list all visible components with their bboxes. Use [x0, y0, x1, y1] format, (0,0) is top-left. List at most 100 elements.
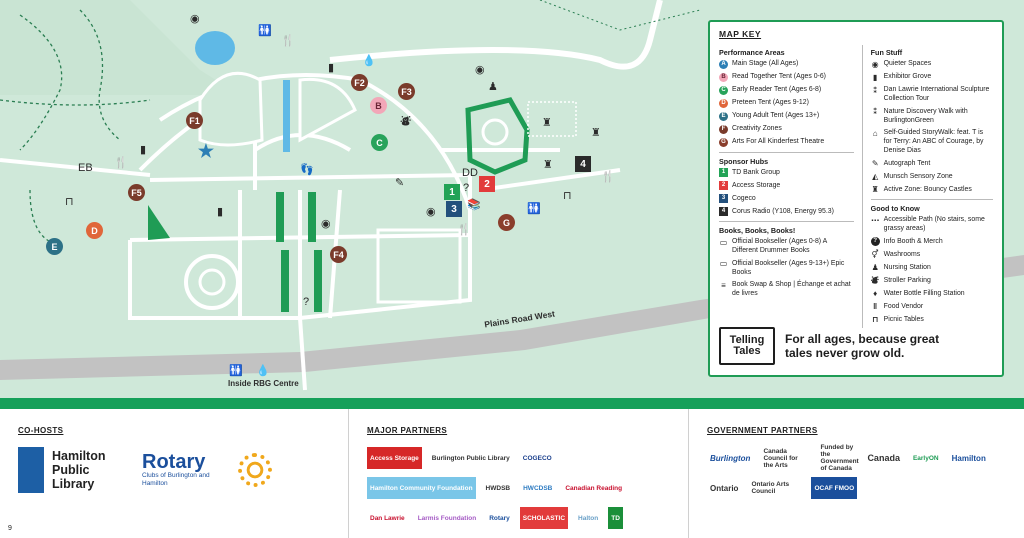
- divider-bar: [0, 398, 1024, 409]
- sensory-icon: ◭: [872, 172, 879, 181]
- water-icon: 💧: [256, 365, 270, 377]
- pin-creativity-zone-f2[interactable]: F2: [351, 74, 368, 91]
- stroller-icon: ⛇: [871, 276, 880, 285]
- info-icon: ?: [870, 237, 880, 246]
- partner-logo: Hamilton: [951, 453, 986, 463]
- key-item-storywalk: ⌂Self-Guided StoryWalk: feat. T is for T…: [871, 128, 993, 155]
- picnic-icon: ⊓: [563, 190, 572, 202]
- castle-icon: ♜: [871, 185, 879, 194]
- map-key-title: MAP KEY: [719, 29, 762, 39]
- pen-icon: ✎: [871, 159, 879, 168]
- partner-logo: Burlington: [710, 453, 751, 463]
- partner-logo: Canadian Reading: [565, 484, 623, 492]
- key-item-nursing: ♟Nursing Station: [871, 263, 931, 272]
- partner-logo: Funded by the Government of Canada: [820, 444, 859, 472]
- major-partners-logos: Access Storage Burlington Public Library…: [367, 447, 670, 529]
- quiet-icon: ◉: [321, 218, 331, 230]
- pin-kinderfest-theatre[interactable]: G: [498, 214, 515, 231]
- walk-icon: 👣: [300, 164, 314, 176]
- partner-logo: Hamilton Community Foundation: [367, 477, 476, 499]
- hub-access-storage[interactable]: 2: [479, 176, 495, 192]
- food-icon: ‖: [873, 302, 878, 311]
- key-item-exhibitor: ▮Exhibitor Grove: [871, 72, 993, 82]
- partner-logo: Ontario: [710, 483, 739, 493]
- partner-logo: OCAF FMOO: [811, 477, 858, 499]
- walk-icon: ⁑: [873, 107, 878, 116]
- hub-td-bank[interactable]: 1: [444, 184, 460, 200]
- food-icon: 🍴: [114, 157, 128, 169]
- quiet-icon: ◉: [190, 13, 200, 25]
- story-icon: ⌂: [872, 128, 878, 138]
- pin-early-reader-tent[interactable]: C: [371, 134, 388, 151]
- hub-cogeco[interactable]: 3: [446, 201, 462, 217]
- restroom-icon: ⚥: [871, 250, 879, 259]
- cohosts-heading: CO-HOSTS: [18, 426, 64, 435]
- restroom-icon: 🚻: [258, 25, 272, 37]
- water-icon: ♦: [873, 289, 878, 298]
- bookseller-dd-icon: DD: [462, 167, 478, 179]
- page-number: 9: [8, 525, 12, 532]
- pin-read-together-tent[interactable]: B: [370, 97, 387, 114]
- partner-logo: EarlyON: [912, 454, 939, 462]
- picnic-icon: ⊓: [871, 315, 879, 324]
- rbg-centre-label: Inside RBG Centre: [228, 379, 299, 388]
- key-item-castles: ♜Active Zone: Bouncy Castles: [871, 185, 972, 194]
- rotary-logo: Rotary Clubs of Burlington and Hamilton: [142, 452, 272, 488]
- nursing-icon: ♟: [488, 81, 498, 93]
- partner-logo: Access Storage: [367, 447, 422, 469]
- pin-creativity-zone-f1[interactable]: F1: [186, 112, 203, 129]
- pin-creativity-zone-f3[interactable]: F3: [398, 83, 415, 100]
- stroller-icon: ⛇: [400, 116, 411, 128]
- path-icon: ⋯: [871, 215, 880, 225]
- pin-main-stage[interactable]: ★: [197, 140, 215, 161]
- fun-heading: Fun Stuff: [870, 48, 903, 57]
- key-item-path: ⋯Accessible Path (No stairs, some grassy…: [871, 215, 985, 233]
- partner-logo: Canada: [867, 453, 900, 463]
- major-partners-heading: MAJOR PARTNERS: [367, 426, 448, 435]
- partner-logo: SCHOLASTIC: [519, 507, 569, 529]
- partner-logo: Ontario Arts Council: [751, 481, 790, 495]
- sponsor-heading: Sponsor Hubs: [719, 156, 769, 166]
- info-icon[interactable]: ?: [303, 296, 310, 308]
- pin-creativity-zone-f4[interactable]: F4: [330, 246, 347, 263]
- hub-corus-radio[interactable]: 4: [575, 156, 591, 172]
- partner-logo: Dan Lawrie: [370, 514, 405, 522]
- partner-logo: Rotary: [489, 514, 510, 522]
- partner-logo: COGECO: [522, 454, 552, 462]
- bookseller-eb-icon: EB: [78, 162, 93, 174]
- key-item-washrooms: ⚥Washrooms: [871, 250, 921, 259]
- hpl-mark-icon: [18, 447, 44, 493]
- bag-icon: ▮: [328, 62, 335, 74]
- castle-icon: ♜: [591, 127, 601, 139]
- festival-map: F1 F2 F3 F4 F5 ★ B C D E G 1 2 3 4 🚻 🍴 💧…: [0, 0, 1024, 398]
- key-item-quiet: ◉Quieter Spaces: [871, 59, 932, 69]
- quiet-icon: ◉: [871, 59, 879, 69]
- partner-logo: TD: [608, 507, 623, 529]
- food-icon: 🍴: [281, 35, 295, 47]
- water-icon: 💧: [362, 55, 376, 67]
- pin-creativity-zone-f5[interactable]: F5: [128, 184, 145, 201]
- key-item-food: ‖Food Vendor: [871, 302, 993, 311]
- quiet-icon: ◉: [426, 206, 436, 218]
- key-item-info: ?Info Booth & Merch: [870, 237, 993, 246]
- government-partners-section: GOVERNMENT PARTNERS Burlington Canada Co…: [688, 409, 1024, 538]
- key-item-nature: ⁑Nature Discovery Walk with BurlingtonGr…: [871, 107, 993, 125]
- info-icon[interactable]: ?: [463, 182, 470, 194]
- partners-footer: CO-HOSTS Hamilton Public Library Rotary …: [0, 409, 1024, 538]
- partner-logo: Canada Council for the Arts: [763, 447, 798, 469]
- pin-preteen-tent[interactable]: D: [86, 222, 103, 239]
- major-partners-section: MAJOR PARTNERS Access Storage Burlington…: [348, 409, 688, 538]
- castle-icon: ♜: [543, 159, 553, 171]
- walk-icon: ⁑: [873, 85, 878, 95]
- pin-young-adult-tent[interactable]: E: [46, 238, 63, 255]
